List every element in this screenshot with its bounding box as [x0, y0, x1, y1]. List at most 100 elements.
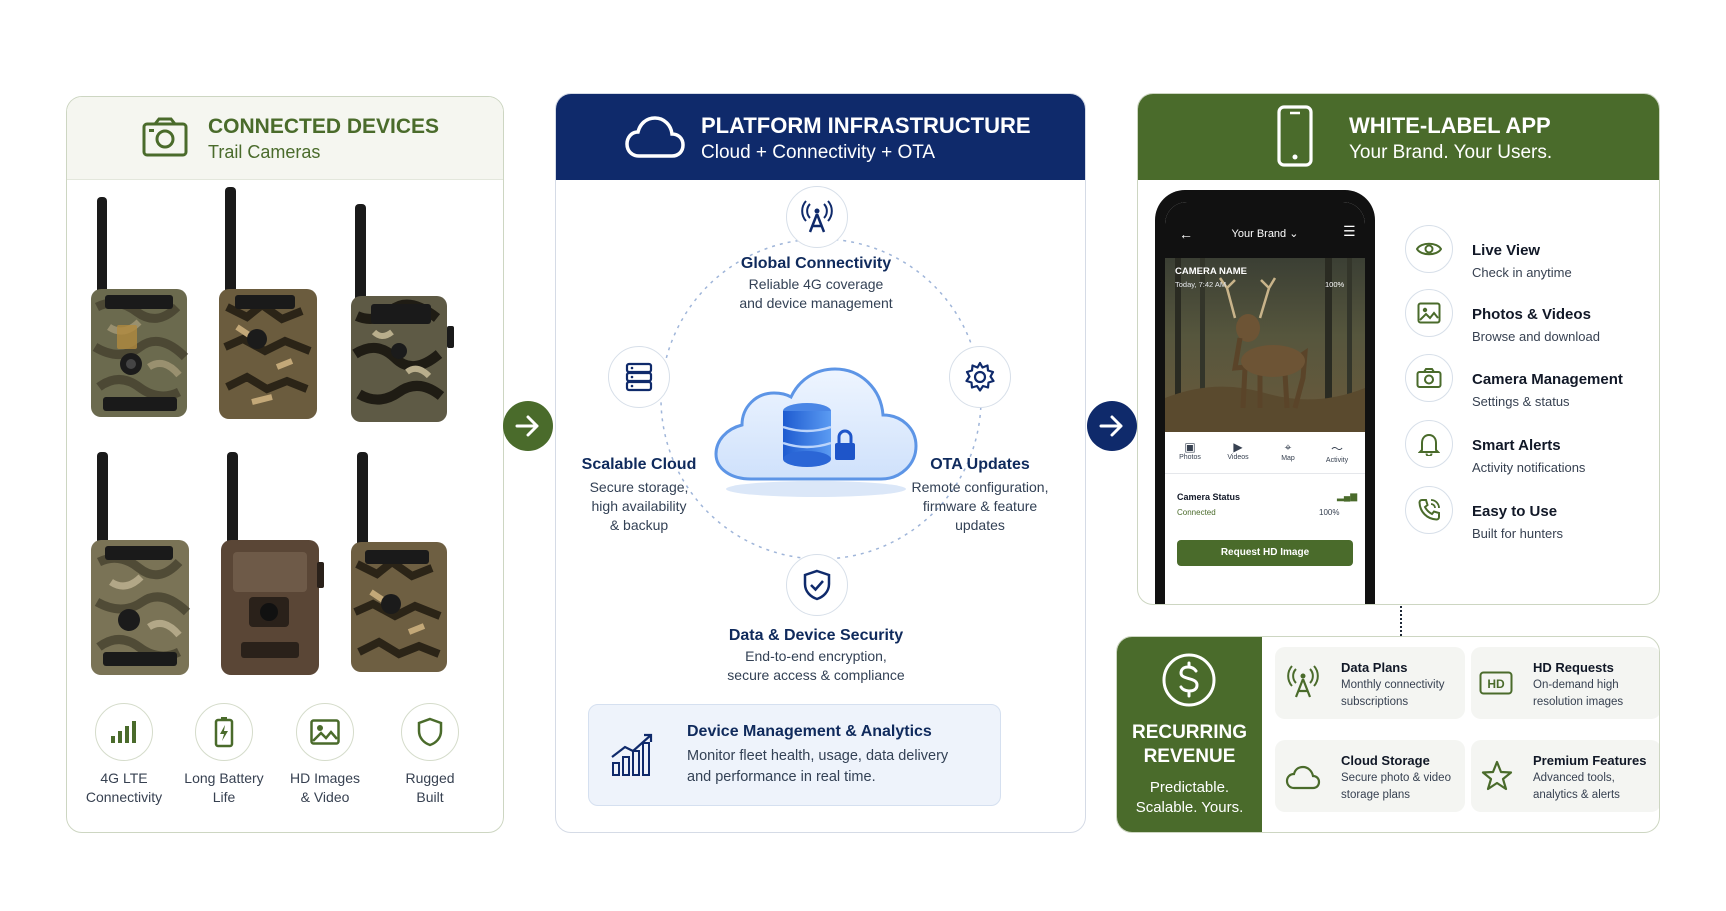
easy-to-use-title: Easy to Use: [1472, 503, 1558, 520]
phone-call-icon: [1405, 486, 1453, 534]
dotted-connector: [1400, 606, 1402, 636]
photos-videos-desc: Browse and download: [1472, 329, 1600, 344]
smart-alerts-title: Smart Alerts: [1472, 437, 1561, 454]
phone-mockup: ← Your Brand ⌄ ☰ CAMERA NAME Today, 7:42…: [1155, 190, 1375, 604]
app-header: WHITE-LABEL APP Your Brand. Your Users.: [1138, 94, 1659, 180]
hd-requests-title: HD Requests: [1533, 660, 1614, 675]
camera-icon: [141, 116, 189, 158]
signal-bars-icon: [95, 703, 153, 761]
platform-subtitle: Cloud + Connectivity + OTA: [701, 142, 936, 163]
server-icon: [608, 346, 670, 408]
camera-time: Today, 7:42 AM: [1175, 280, 1227, 289]
cloud-storage-title: Cloud Storage: [1341, 753, 1430, 768]
battery-icon: [195, 703, 253, 761]
phone-back-icon[interactable]: ←: [1179, 226, 1193, 242]
trail-camera-4: [89, 452, 209, 687]
phone-brand: Your Brand: [1231, 228, 1287, 240]
central-cloud: [711, 349, 921, 499]
cloud-desc: Secure storage,high availability& backup: [589, 479, 689, 533]
premium-features-desc: Advanced tools,analytics & alerts: [1533, 772, 1620, 801]
premium-features-card: Premium Features Advanced tools,analytic…: [1471, 740, 1659, 812]
platform-panel: PLATFORM INFRASTRUCTURE Cloud + Connecti…: [555, 93, 1086, 833]
trail-camera-6: [349, 452, 469, 687]
tab-photos[interactable]: ▣Photos: [1179, 440, 1201, 461]
trail-camera-2: [217, 187, 337, 422]
platform-header: PLATFORM INFRASTRUCTURE Cloud + Connecti…: [556, 94, 1085, 180]
camera-icon: [1405, 354, 1453, 402]
connectivity-title: Global Connectivity: [740, 255, 892, 272]
platform-title: PLATFORM INFRASTRUCTURE: [701, 113, 1031, 138]
camera-management-desc: Settings & status: [1472, 394, 1570, 409]
ota-title: OTA Updates: [930, 456, 1030, 473]
camera-photo: CAMERA NAME Today, 7:42 AM 100%: [1165, 258, 1365, 432]
bell-icon: [1405, 420, 1453, 468]
analytics-box: Device Management & Analytics Monitor fl…: [588, 704, 1001, 806]
data-plans-title: Data Plans: [1341, 660, 1408, 675]
devices-header: CONNECTED DEVICES Trail Cameras: [67, 97, 503, 180]
chart-growth-icon: [609, 731, 659, 777]
eye-icon: [1405, 225, 1453, 273]
devices-title: CONNECTED DEVICES: [208, 115, 440, 138]
trail-camera-1: [89, 197, 209, 432]
tab-activity[interactable]: 〜Activity: [1325, 442, 1349, 464]
app-panel: WHITE-LABEL APP Your Brand. Your Users. …: [1137, 93, 1660, 605]
cloud-icon: [1285, 764, 1321, 790]
request-hd-button[interactable]: Request HD Image: [1177, 540, 1353, 566]
star-icon: [1481, 760, 1513, 792]
smartphone-icon: [1276, 104, 1314, 168]
chevron-down-icon: ⌄: [1289, 228, 1299, 240]
phone-tabbar: ▣Photos ▶Videos ⌖Map 〜Activity: [1165, 434, 1365, 474]
image-icon: [1405, 289, 1453, 337]
gear-icon: [949, 346, 1011, 408]
photos-videos-title: Photos & Videos: [1472, 306, 1591, 323]
analytics-desc: Monitor fleet health, usage, data delive…: [687, 748, 949, 785]
app-title: WHITE-LABEL APP: [1349, 113, 1551, 138]
security-title: Data & Device Security: [728, 627, 904, 644]
shield-icon: [401, 703, 459, 761]
phone-menu-icon[interactable]: ☰: [1343, 223, 1356, 239]
security-desc: End-to-end encryption,secure access & co…: [727, 648, 905, 683]
status-battery: 100%: [1319, 508, 1340, 517]
camera-status-label: Camera Status: [1177, 492, 1241, 502]
tab-map[interactable]: ⌖Map: [1281, 440, 1295, 462]
camera-management-title: Camera Management: [1472, 371, 1623, 388]
trail-camera-3: [349, 204, 469, 439]
cloud-title: Scalable Cloud: [581, 456, 697, 473]
arrow-right-icon: [503, 401, 553, 451]
svg-text:HD: HD: [1487, 677, 1505, 691]
camera-status-value: Connected: [1177, 508, 1216, 517]
app-subtitle: Your Brand. Your Users.: [1349, 142, 1553, 163]
shield-check-icon: [786, 554, 848, 616]
cloud-icon: [624, 114, 686, 160]
tab-videos[interactable]: ▶Videos: [1227, 440, 1249, 461]
trail-camera-5: [219, 452, 339, 687]
easy-to-use-desc: Built for hunters: [1472, 526, 1564, 541]
phone-screen: ← Your Brand ⌄ ☰ CAMERA NAME Today, 7:42…: [1165, 202, 1365, 604]
signal-bars-icon: ▂▄▆: [1337, 491, 1358, 501]
camera-battery: 100%: [1325, 280, 1345, 289]
premium-features-title: Premium Features: [1533, 753, 1647, 768]
image-icon: [296, 703, 354, 761]
hd-icon: HD: [1479, 671, 1513, 695]
live-view-desc: Check in anytime: [1472, 265, 1572, 280]
arrow-right-icon: [1087, 401, 1137, 451]
smart-alerts-desc: Activity notifications: [1472, 460, 1586, 475]
live-view-title: Live View: [1472, 242, 1541, 259]
camera-name: CAMERA NAME: [1175, 266, 1247, 277]
feature-label-hd: HD Images& Video: [289, 770, 361, 805]
devices-subtitle: Trail Cameras: [208, 142, 321, 162]
analytics-title: Device Management & Analytics: [687, 723, 932, 740]
tower-icon: [786, 186, 848, 248]
